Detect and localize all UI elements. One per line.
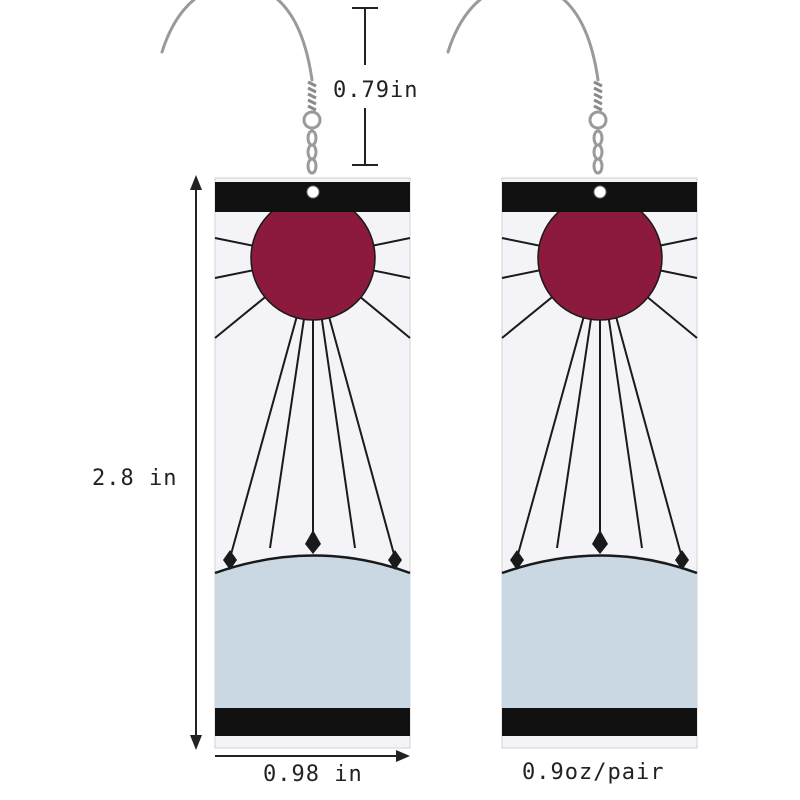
weight-label: 0.9oz/pair <box>522 760 665 785</box>
width-label: 0.98 in <box>263 762 363 787</box>
height-label: 2.8 in <box>92 466 178 491</box>
hanafuda-sun-earring-icon <box>213 176 412 750</box>
hanafuda-sun-earring-icon <box>500 176 699 750</box>
height-dimension-arrow <box>190 175 202 750</box>
fish-hook-icon <box>446 0 608 175</box>
earring-left <box>160 0 412 750</box>
hook-length-label: 0.79in <box>333 78 419 103</box>
hook-dimension-marker <box>352 7 378 166</box>
fish-hook-icon <box>160 0 322 175</box>
earring-right <box>446 0 699 750</box>
width-dimension-arrow <box>215 750 410 762</box>
